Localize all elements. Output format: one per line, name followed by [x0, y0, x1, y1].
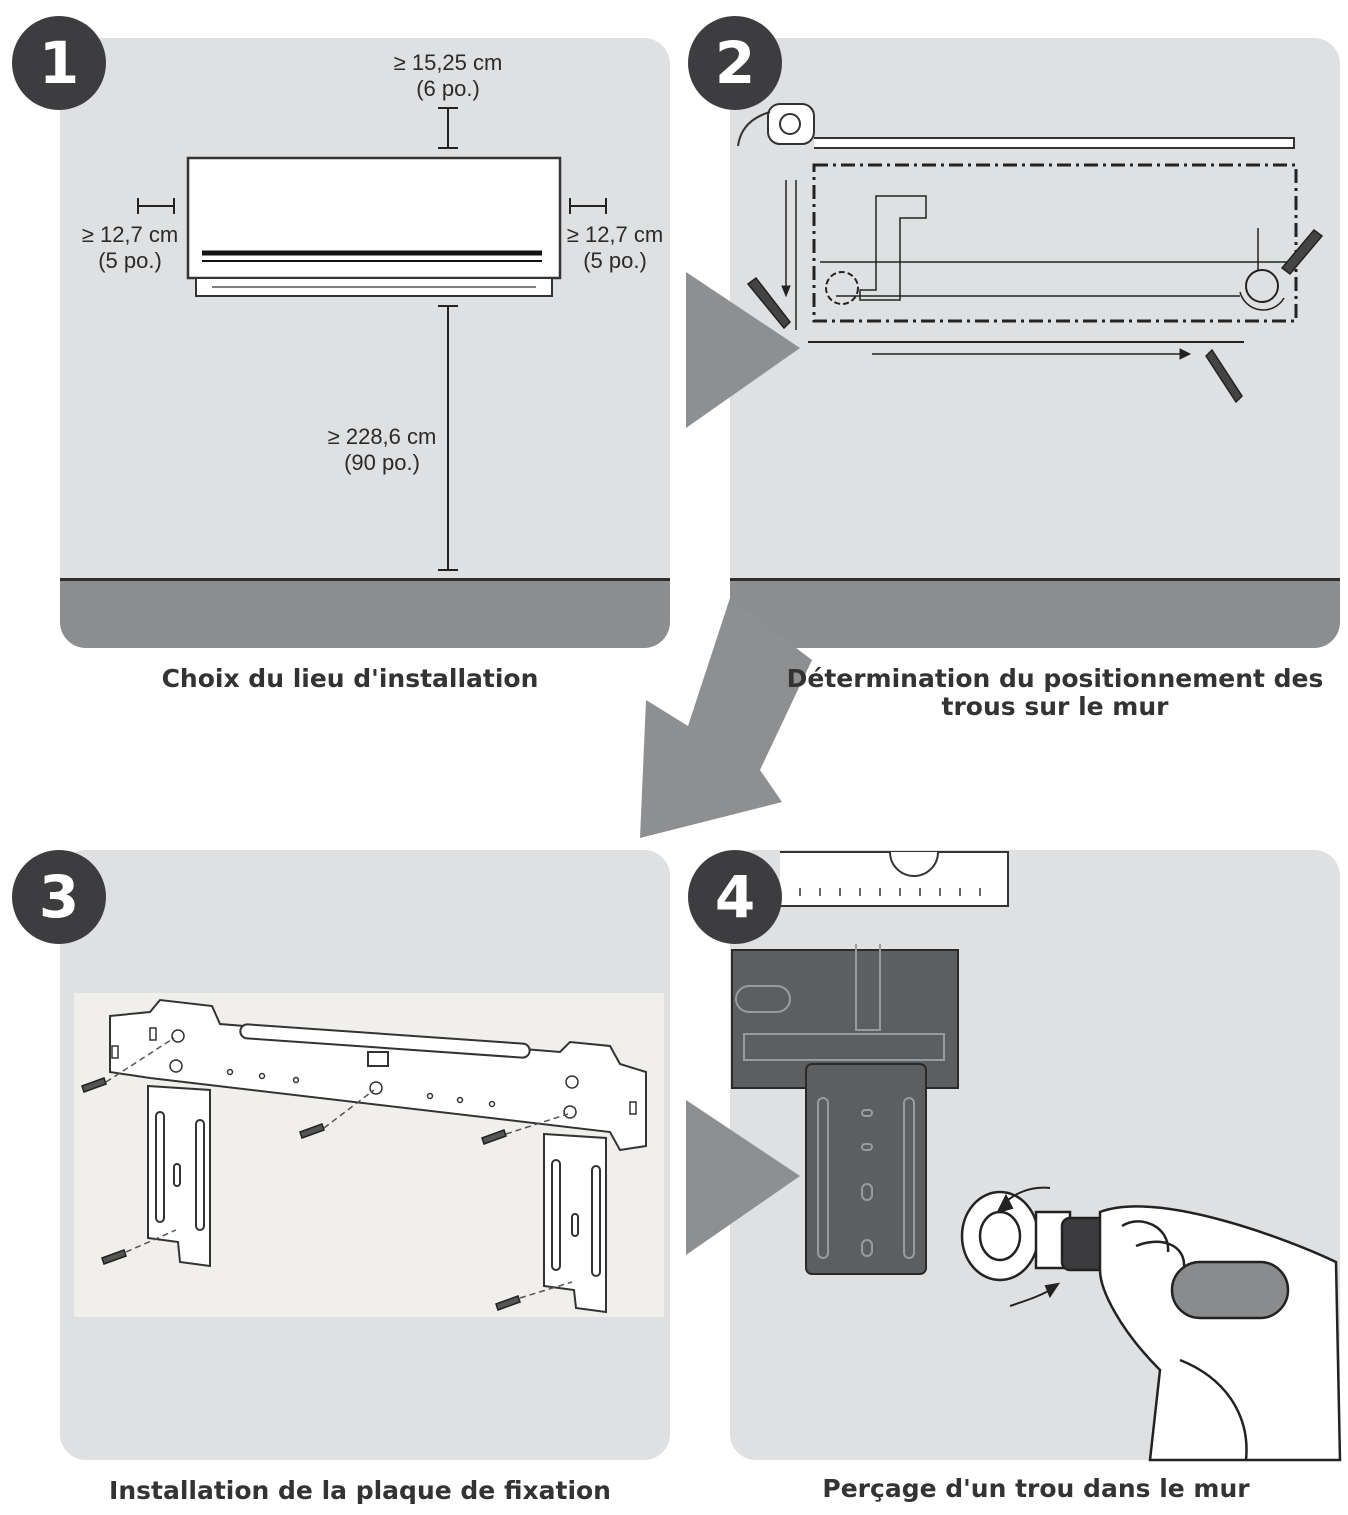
clearance-right-unit: (5 po.) — [583, 248, 647, 273]
mounting-holes — [111, 1027, 637, 1119]
clearance-left-label: ≥ 12,7 cm (5 po.) — [70, 222, 190, 274]
arrow-right-icon — [686, 1100, 800, 1255]
clearance-left-value: ≥ 12,7 cm — [81, 222, 179, 247]
floor — [60, 578, 670, 648]
clearance-lines — [137, 107, 607, 571]
step-number-badge: 1 — [12, 16, 106, 110]
step-2-caption: Détermination du positionnement des trou… — [770, 665, 1340, 721]
step-number-badge: 2 — [688, 16, 782, 110]
wall-plate-icon — [731, 949, 959, 1275]
clearance-right-label: ≥ 12,7 cm (5 po.) — [558, 222, 672, 274]
hole-layout-outline — [781, 163, 1298, 360]
bracket-icon — [147, 1084, 607, 1314]
screw-icon — [81, 1077, 521, 1311]
clearance-top-label: ≥ 15,25 cm (6 po.) — [380, 50, 516, 102]
arrow-down-left-icon — [640, 598, 812, 838]
step-number-badge: 3 — [12, 850, 106, 944]
wall-plate-details — [735, 944, 945, 1259]
pencil-icon — [746, 228, 1324, 404]
step-2-caption-line-1: Détermination du positionnement des — [786, 664, 1324, 693]
step-number-badge: 4 — [688, 850, 782, 944]
step-4-caption: Perçage d'un trou dans le mur — [822, 1474, 1250, 1503]
step-2-caption-line-2: trous sur le mur — [941, 692, 1169, 721]
screw-guide-lines — [105, 1037, 573, 1299]
clearance-left-unit: (5 po.) — [98, 248, 162, 273]
ruler-ticks — [799, 888, 981, 896]
drill-icon — [960, 1190, 1342, 1462]
rotation-arrow-icon — [996, 1186, 1061, 1307]
tape-measure-icon — [737, 103, 1295, 149]
clearance-top-unit: (6 po.) — [416, 76, 480, 101]
clearance-top-value: ≥ 15,25 cm — [393, 50, 503, 75]
clearance-floor-value: ≥ 228,6 cm — [327, 424, 437, 449]
step-1-panel — [60, 38, 670, 648]
clearance-right-value: ≥ 12,7 cm — [566, 222, 664, 247]
step-1-caption: Choix du lieu d'installation — [161, 664, 539, 693]
mounting-plate-icon — [109, 998, 647, 1152]
floor — [730, 578, 1340, 648]
arrow-right-icon — [686, 272, 800, 428]
clearance-floor-unit: (90 po.) — [344, 450, 420, 475]
indoor-unit-icon — [186, 156, 562, 297]
ruler-icon — [780, 851, 1009, 907]
step-3-caption: Installation de la plaque de fixation — [109, 1476, 611, 1505]
clearance-floor-label: ≥ 228,6 cm (90 po.) — [318, 424, 446, 476]
